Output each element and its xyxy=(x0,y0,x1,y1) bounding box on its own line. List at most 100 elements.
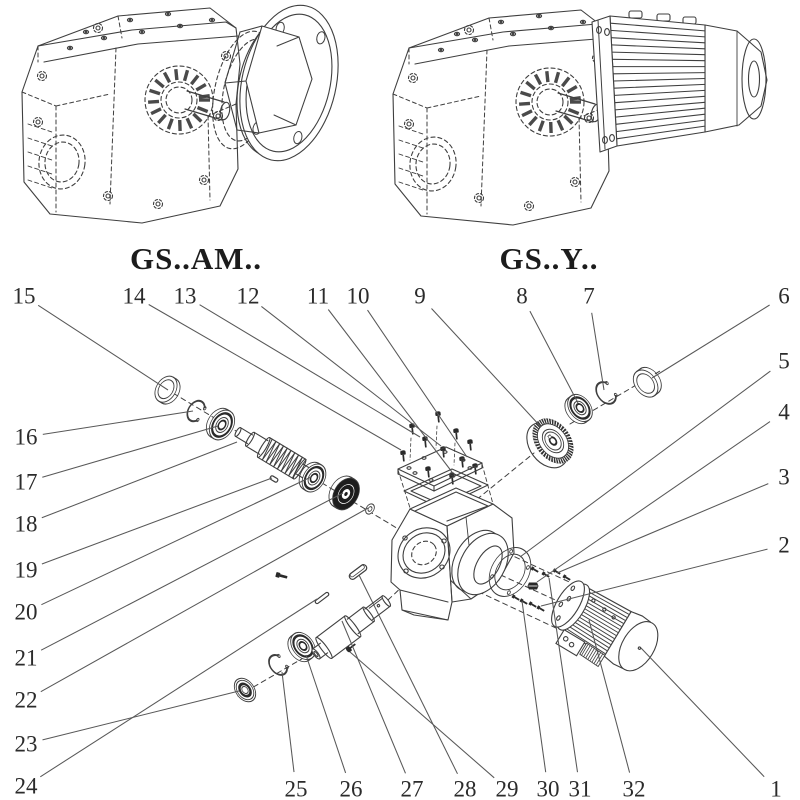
mounting-bolt xyxy=(530,566,539,573)
motor-flange-gasket-5 xyxy=(488,547,532,597)
gear-housing xyxy=(390,487,515,621)
leader-line-17 xyxy=(42,425,219,478)
leader-line-6 xyxy=(651,304,770,379)
output-pin-24 xyxy=(314,591,330,605)
leader-line-29 xyxy=(349,651,495,779)
unit-gs-am xyxy=(21,4,339,224)
slinger-disc-21 xyxy=(328,475,360,511)
leader-line-22 xyxy=(40,507,369,693)
leader-line-18 xyxy=(41,441,238,519)
mounting-bolt xyxy=(562,574,571,581)
mounting-bolts xyxy=(511,566,571,612)
bearing-26 xyxy=(287,631,316,663)
o-ring-22 xyxy=(365,503,375,515)
leader-line-20 xyxy=(41,476,312,606)
part-number-3: 3 xyxy=(778,465,790,490)
drain-bolt xyxy=(275,572,288,579)
part-number-2: 2 xyxy=(778,533,790,558)
bearing-8 xyxy=(564,393,593,425)
leader-line-30 xyxy=(521,600,547,773)
part-number-12: 12 xyxy=(237,284,260,309)
part-number-27: 27 xyxy=(401,777,424,800)
leader-line-23 xyxy=(42,690,240,741)
leader-line-2 xyxy=(540,548,768,607)
part-number-17: 17 xyxy=(15,470,38,495)
mounting-bolt xyxy=(511,594,520,601)
part-number-16: 16 xyxy=(15,425,38,450)
exploded-view xyxy=(154,366,662,703)
leader-line-14 xyxy=(148,304,402,451)
mounting-bolt xyxy=(528,601,537,608)
leader-line-16 xyxy=(42,410,194,435)
part-number-14: 14 xyxy=(123,284,147,309)
leader-line-27 xyxy=(341,620,406,774)
part-number-26: 26 xyxy=(340,777,363,800)
leader-line-15 xyxy=(37,304,169,391)
part-number-18: 18 xyxy=(15,512,38,537)
leader-line-32 xyxy=(588,619,631,773)
circlip-25 xyxy=(268,653,289,676)
cover-screw xyxy=(400,450,406,462)
part-number-31: 31 xyxy=(569,777,592,800)
part-number-28: 28 xyxy=(454,777,477,800)
part-number-10: 10 xyxy=(347,284,370,309)
leader-line-26 xyxy=(305,654,347,774)
part-number-19: 19 xyxy=(15,558,38,583)
leader-line-9 xyxy=(431,308,542,428)
part-number-32: 32 xyxy=(623,777,646,800)
cover-screw xyxy=(467,439,473,451)
part-number-24: 24 xyxy=(15,774,39,799)
leader-line-19 xyxy=(41,477,273,565)
leader-line-25 xyxy=(281,671,295,773)
gearbox-input-boss xyxy=(515,67,585,137)
output-key-28 xyxy=(348,564,368,580)
part-number-8: 8 xyxy=(516,284,528,309)
leader-line-1 xyxy=(640,647,765,778)
part-number-13: 13 xyxy=(174,284,197,309)
leader-line-21 xyxy=(40,492,344,651)
part-number-30: 30 xyxy=(537,777,560,800)
cover-screw xyxy=(425,466,431,478)
leader-line-7 xyxy=(591,312,605,391)
circlip-7 xyxy=(595,381,618,405)
caption-gs-am: GS..AM.. xyxy=(130,241,262,276)
leader-line-4 xyxy=(536,421,771,583)
part-number-29: 29 xyxy=(496,777,519,800)
worm-shaft-18 xyxy=(234,427,322,485)
cover-screws xyxy=(400,411,478,485)
leader-line-11 xyxy=(327,309,453,473)
part-number-7: 7 xyxy=(583,284,595,309)
part-number-5: 5 xyxy=(778,349,790,374)
part-number-4: 4 xyxy=(778,400,790,425)
caption-gs-y: GS..Y.. xyxy=(500,241,599,276)
leader-line-5 xyxy=(519,370,771,558)
part-number-6: 6 xyxy=(778,284,790,309)
output-shaft-27 xyxy=(311,595,392,660)
bearing-20 xyxy=(298,461,327,493)
cover-screw xyxy=(453,428,459,440)
leader-line-28 xyxy=(358,574,458,775)
part-number-9: 9 xyxy=(414,284,426,309)
bearing-17 xyxy=(205,407,236,441)
part-number-1: 1 xyxy=(770,777,782,800)
motor-y xyxy=(591,10,768,153)
circlip-16 xyxy=(186,399,207,423)
worm-key-19 xyxy=(269,475,279,483)
part-number-20: 20 xyxy=(15,600,38,625)
worm-wheel-9 xyxy=(526,418,574,469)
part-number-21: 21 xyxy=(15,646,38,671)
part-number-11: 11 xyxy=(307,284,329,309)
leader-line-10 xyxy=(367,309,468,458)
end-cap-6 xyxy=(632,366,662,398)
leader-line-12 xyxy=(261,305,442,447)
mounting-bolt xyxy=(536,605,545,612)
output-flange-am xyxy=(224,4,339,162)
part-number-15: 15 xyxy=(13,284,36,309)
unit-gs-y xyxy=(392,9,612,226)
part-number-25: 25 xyxy=(285,777,308,800)
leader-line-24 xyxy=(40,598,318,778)
part-number-22: 22 xyxy=(15,688,38,713)
